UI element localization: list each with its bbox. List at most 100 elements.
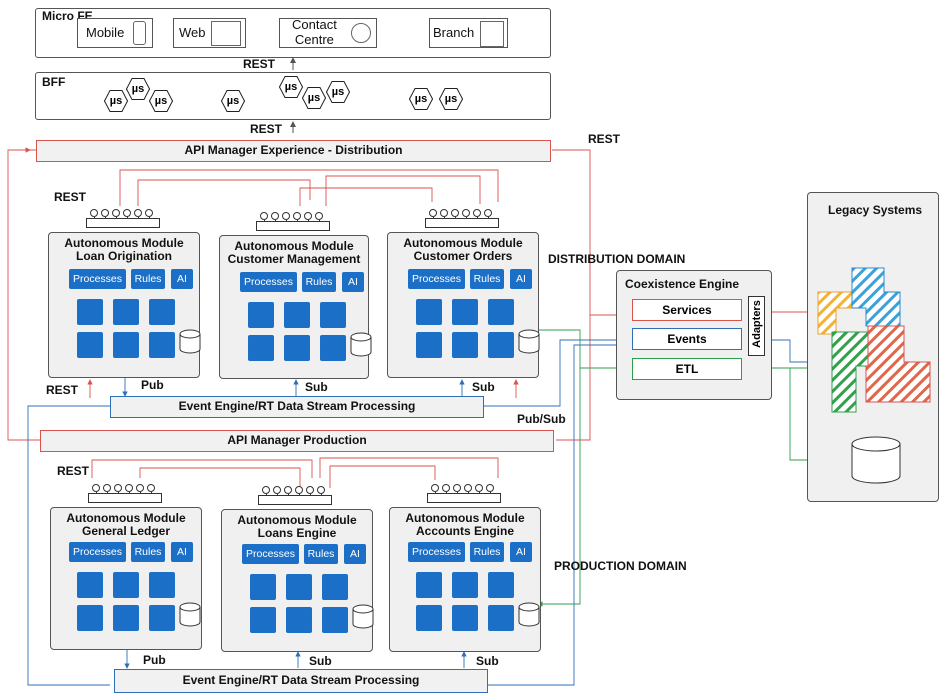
- channel-mobile[interactable]: Mobile: [77, 18, 153, 48]
- api-endpoint-stem: [435, 492, 436, 494]
- api-endpoint-icon[interactable]: [114, 484, 122, 492]
- chip-ai[interactable]: AI: [344, 544, 366, 564]
- api-endpoint-icon[interactable]: [317, 486, 325, 494]
- api-endpoint-icon[interactable]: [284, 486, 292, 494]
- chip-ai[interactable]: AI: [171, 269, 193, 289]
- api-endpoint-icon[interactable]: [484, 209, 492, 217]
- api-endpoint-icon[interactable]: [462, 209, 470, 217]
- microservice-label: µs: [154, 95, 168, 107]
- api-endpoint-stem: [266, 494, 267, 496]
- api-manager-experience-bar[interactable]: API Manager Experience - Distribution: [36, 140, 551, 162]
- module-title-line1: Autonomous Module: [64, 236, 184, 250]
- api-endpoint-icon[interactable]: [306, 486, 314, 494]
- chip-processes[interactable]: Processes: [69, 542, 126, 562]
- api-endpoint-icon[interactable]: [271, 212, 279, 220]
- api-endpoint-icon[interactable]: [90, 209, 98, 217]
- events-box[interactable]: Events: [632, 328, 742, 350]
- component-square: [320, 302, 346, 328]
- event-engine-top-bar[interactable]: Event Engine/RT Data Stream Processing: [110, 396, 484, 418]
- api-endpoint-icon[interactable]: [260, 212, 268, 220]
- api-endpoint-stem: [488, 217, 489, 219]
- api-endpoint-stem: [299, 494, 300, 496]
- rest-label-bff: REST: [250, 122, 283, 136]
- api-manager-production-bar[interactable]: API Manager Production: [40, 430, 554, 452]
- chip-ai[interactable]: AI: [342, 272, 364, 292]
- api-endpoint-icon[interactable]: [429, 209, 437, 217]
- chip-processes[interactable]: Processes: [408, 542, 465, 562]
- channel-branch[interactable]: Branch: [429, 18, 508, 48]
- component-square: [286, 607, 312, 633]
- component-square: [149, 605, 175, 631]
- chip-ai[interactable]: AI: [510, 269, 532, 289]
- chip-processes[interactable]: Processes: [240, 272, 297, 292]
- api-endpoint-icon[interactable]: [431, 484, 439, 492]
- microservice-label: µs: [331, 86, 345, 98]
- chip-rules[interactable]: Rules: [302, 272, 336, 292]
- api-endpoint-icon[interactable]: [92, 484, 100, 492]
- api-endpoint-icon[interactable]: [282, 212, 290, 220]
- api-endpoint-icon[interactable]: [125, 484, 133, 492]
- component-square: [149, 332, 175, 358]
- api-endpoint-icon[interactable]: [451, 209, 459, 217]
- api-endpoint-icon[interactable]: [147, 484, 155, 492]
- chip-processes[interactable]: Processes: [408, 269, 465, 289]
- api-endpoint-icon[interactable]: [464, 484, 472, 492]
- api-endpoint-icon[interactable]: [101, 209, 109, 217]
- event-engine-bottom-bar[interactable]: Event Engine/RT Data Stream Processing: [114, 669, 488, 693]
- api-endpoint-icon[interactable]: [453, 484, 461, 492]
- etl-box[interactable]: ETL: [632, 358, 742, 380]
- chip-rules[interactable]: Rules: [470, 269, 504, 289]
- chip-rules[interactable]: Rules: [131, 542, 165, 562]
- coexistence-engine-title: Coexistence Engine: [625, 277, 740, 291]
- api-endpoint-icon[interactable]: [262, 486, 270, 494]
- chip-ai[interactable]: AI: [171, 542, 193, 562]
- component-square: [77, 605, 103, 631]
- api-endpoint-stem: [455, 217, 456, 219]
- api-endpoint-stem: [107, 492, 108, 494]
- api-endpoint-icon[interactable]: [486, 484, 494, 492]
- api-endpoint-icon[interactable]: [136, 484, 144, 492]
- production-domain-label: PRODUCTION DOMAIN: [554, 559, 687, 573]
- module-title-line2: Loans Engine: [257, 526, 337, 540]
- adapters-box[interactable]: Adapters: [748, 296, 765, 356]
- chip-processes[interactable]: Processes: [242, 544, 299, 564]
- api-endpoint-icon[interactable]: [145, 209, 153, 217]
- api-endpoint-icon[interactable]: [315, 212, 323, 220]
- api-endpoint-icon[interactable]: [295, 486, 303, 494]
- api-endpoint-stem: [319, 220, 320, 222]
- api-endpoint-icon[interactable]: [134, 209, 142, 217]
- api-manager-production-label: API Manager Production: [227, 433, 367, 447]
- api-endpoint-icon[interactable]: [273, 486, 281, 494]
- module-title-line1: Autonomous Module: [405, 511, 525, 525]
- services-box[interactable]: Services: [632, 299, 742, 321]
- api-endpoint-icon[interactable]: [442, 484, 450, 492]
- api-endpoint-icon[interactable]: [304, 212, 312, 220]
- api-endpoint-icon[interactable]: [293, 212, 301, 220]
- microservice-label: µs: [284, 81, 298, 93]
- chip-rules[interactable]: Rules: [131, 269, 165, 289]
- api-endpoint-icon[interactable]: [473, 209, 481, 217]
- api-endpoint-icon[interactable]: [123, 209, 131, 217]
- chip-ai[interactable]: AI: [510, 542, 532, 562]
- api-endpoint-icon[interactable]: [103, 484, 111, 492]
- api-endpoint-stem: [118, 492, 119, 494]
- component-square: [250, 574, 276, 600]
- channel-contact-centre[interactable]: Contact Centre: [279, 17, 377, 48]
- api-endpoint-icon[interactable]: [475, 484, 483, 492]
- module-title-line1: Autonomous Module: [234, 239, 354, 253]
- chip-processes[interactable]: Processes: [69, 269, 126, 289]
- chip-rules[interactable]: Rules: [470, 542, 504, 562]
- channel-web[interactable]: Web: [173, 18, 246, 48]
- building-icon: [480, 21, 504, 47]
- chip-rules[interactable]: Rules: [304, 544, 338, 564]
- api-endpoint-icon[interactable]: [440, 209, 448, 217]
- api-endpoint-icon[interactable]: [112, 209, 120, 217]
